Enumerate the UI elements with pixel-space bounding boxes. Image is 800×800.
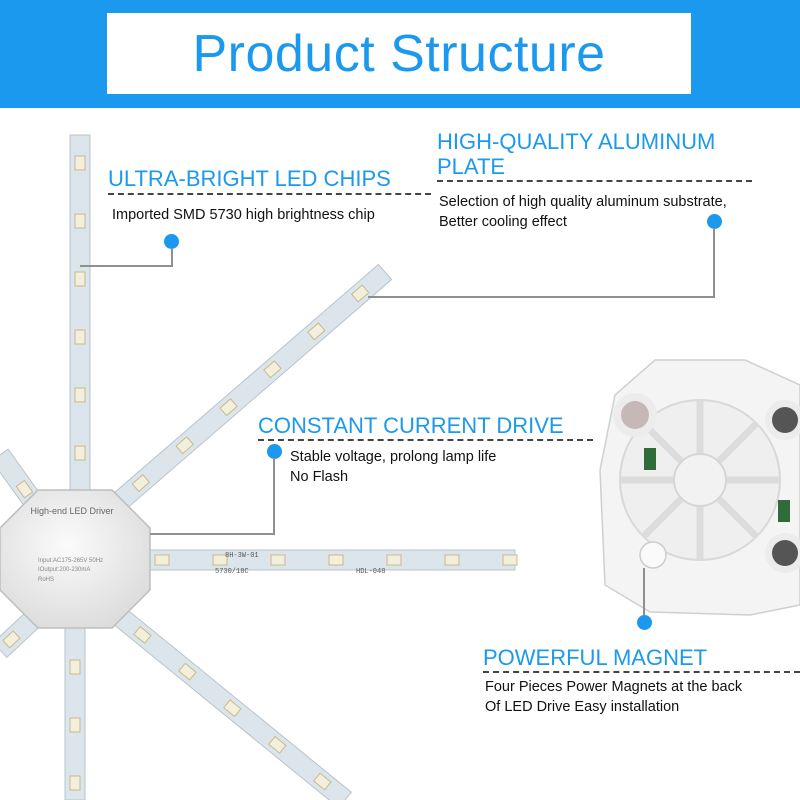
- led-chip-icon: [131, 474, 151, 493]
- driver-label-input: Input:AC175-265V 50Hz: [38, 558, 103, 564]
- feature-desc-led-chips: Imported SMD 5730 high brightness chip: [112, 207, 375, 223]
- led-chip-icon: [212, 554, 228, 566]
- feature-desc-aluminum-line1: Selection of high quality aluminum subst…: [439, 194, 727, 210]
- callout-dot: [164, 234, 179, 249]
- feature-heading-aluminum-line2: PLATE: [437, 154, 506, 179]
- feature-heading-aluminum-line1: HIGH-QUALITY ALUMINUM: [437, 129, 716, 154]
- feature-desc-current-drive-line2: No Flash: [290, 469, 349, 485]
- led-chip-icon: [223, 699, 242, 718]
- led-chip-icon: [328, 554, 344, 566]
- leader-line: [80, 265, 173, 267]
- led-chip-icon: [175, 436, 194, 455]
- leader-line: [273, 458, 275, 535]
- driver-label-output: IOutput:200-230mA: [38, 567, 90, 573]
- led-chip-icon: [386, 554, 402, 566]
- feature-desc-aluminum-line2: Better cooling effect: [439, 214, 567, 230]
- page-title: Product Structure: [192, 24, 606, 83]
- leader-line: [643, 568, 645, 616]
- feature-heading-current-drive: CONSTANT CURRENT DRIVE: [258, 413, 564, 438]
- driver-label-title: High-end LED Driver: [30, 506, 113, 516]
- led-board-arms: [0, 134, 518, 800]
- board-label-chip: 5730/18C: [215, 568, 249, 576]
- leader-line: [171, 248, 173, 267]
- magnet-icon: [639, 541, 667, 569]
- header-band: Product Structure: [0, 0, 800, 108]
- feature-heading-led-chips: ULTRA-BRIGHT LED CHIPS: [108, 166, 391, 191]
- feature-desc-current-drive-line1: Stable voltage, prolong lamp life: [290, 449, 497, 465]
- callout-dot: [267, 444, 282, 459]
- feature-heading-magnet: POWERFUL MAGNET: [483, 645, 708, 670]
- led-chip-icon: [69, 775, 81, 791]
- board-label-model: 8H-3W-01: [225, 552, 259, 560]
- title-box: Product Structure: [107, 13, 691, 94]
- led-chip-icon: [74, 213, 86, 229]
- led-chip-icon: [74, 155, 86, 171]
- led-chip-icon: [15, 479, 34, 499]
- driver-label-rohs: RoHS: [38, 577, 54, 583]
- led-board-strip: [69, 134, 91, 541]
- led-chip-icon: [307, 322, 326, 341]
- driver-back-magnet-view: [599, 359, 800, 616]
- feature-desc-magnet-line1: Four Pieces Power Magnets at the back: [485, 679, 743, 695]
- led-chip-icon: [2, 630, 21, 649]
- led-chip-icon: [74, 271, 86, 287]
- led-chip-icon: [263, 360, 282, 379]
- dotted-divider: [258, 439, 593, 441]
- led-chip-icon: [178, 662, 197, 681]
- led-chip-icon: [69, 659, 81, 675]
- callout-dot: [637, 615, 652, 630]
- callout-dot: [707, 214, 722, 229]
- led-chip-icon: [74, 445, 86, 461]
- led-board-strip: [74, 549, 518, 571]
- led-chip-icon: [350, 284, 370, 303]
- led-chip-icon: [313, 772, 332, 791]
- magnet-icon: [772, 540, 798, 566]
- led-chip-icon: [270, 554, 286, 566]
- board-label-code: HDL-048: [356, 568, 385, 576]
- leader-line: [150, 533, 275, 535]
- led-chip-icon: [74, 387, 86, 403]
- leader-line: [713, 228, 715, 298]
- dotted-divider: [437, 180, 752, 182]
- dotted-divider: [108, 193, 431, 195]
- dotted-divider: [483, 671, 800, 673]
- led-chip-icon: [133, 625, 152, 644]
- led-chip-icon: [502, 554, 518, 566]
- led-chip-icon: [154, 554, 170, 566]
- feature-desc-magnet-line2: Of LED Drive Easy installation: [485, 699, 680, 715]
- magnet-icon: [772, 407, 798, 433]
- led-driver-module: High-end LED Driver Input:AC175-265V 50H…: [0, 489, 151, 629]
- led-chip-icon: [69, 717, 81, 733]
- led-chip-icon: [268, 735, 287, 754]
- magnet-icon: [621, 401, 649, 429]
- leader-line: [368, 296, 715, 298]
- led-chip-icon: [74, 329, 86, 345]
- led-chip-icon: [444, 554, 460, 566]
- led-board-strip: [67, 571, 353, 800]
- led-chip-icon: [219, 398, 238, 417]
